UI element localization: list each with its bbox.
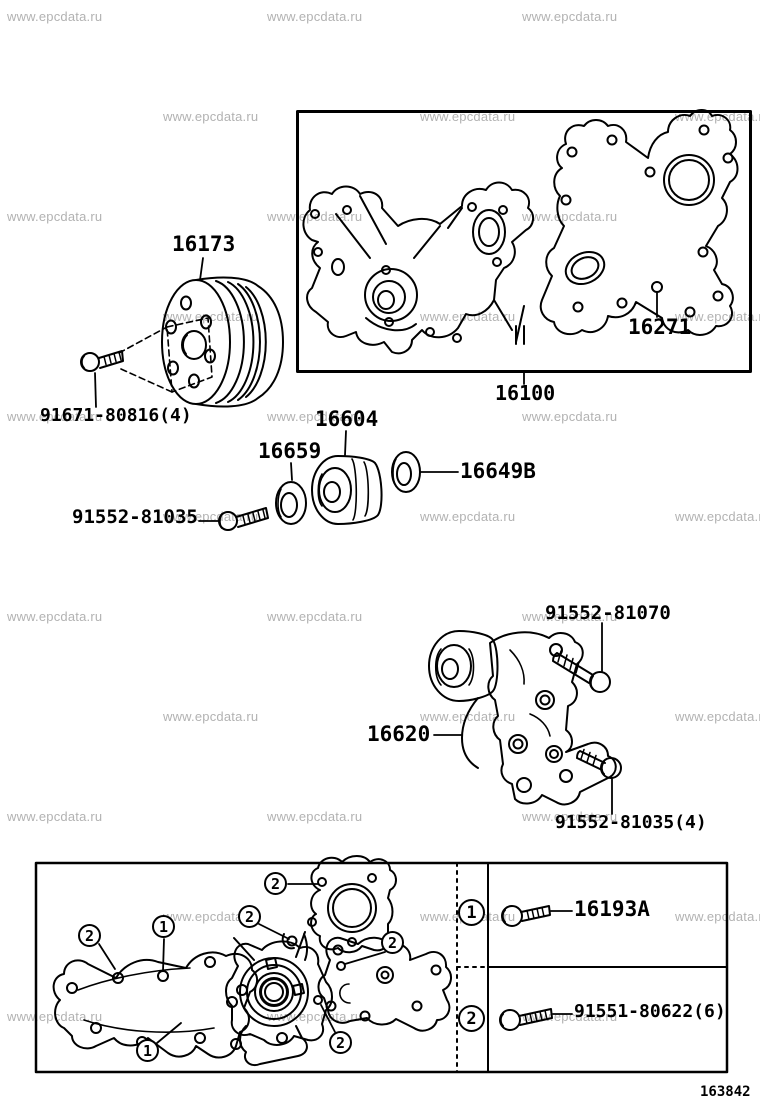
washer-16659-drawing	[275, 481, 307, 525]
panel-bolt-91551-80622-drawing	[499, 1008, 553, 1031]
watermark-text: www.epcdata.ru	[7, 9, 103, 24]
watermark-text: www.epcdata.ru	[420, 109, 516, 124]
callout-leader-lines	[98, 883, 386, 1044]
watermark-text: www.epcdata.ru	[267, 209, 363, 224]
label-leader-lines	[94, 257, 658, 1015]
watermark-text: www.epcdata.ru	[675, 309, 760, 324]
callout-1: 1	[152, 915, 175, 938]
part-label-91551-80622-6: 91551-80622(6)	[574, 1001, 726, 1022]
assembly-gaskets-drawing	[52, 855, 452, 1066]
panel-bolt-16193a-drawing	[501, 905, 551, 927]
watermark-text: www.epcdata.ru	[522, 809, 618, 824]
watermark-text: www.epcdata.ru	[675, 909, 760, 924]
watermark-text: www.epcdata.ru	[163, 909, 259, 924]
watermark-text: www.epcdata.ru	[420, 709, 516, 724]
legend-callout-1: 1	[458, 899, 485, 926]
watermark-text: www.epcdata.ru	[522, 9, 618, 24]
part-label-16193a: 16193A	[574, 897, 650, 921]
watermark-text: www.epcdata.ru	[675, 709, 760, 724]
water-pump-16100-drawing	[302, 181, 534, 355]
part-label-16271: 16271	[628, 315, 692, 339]
top-assembly-box	[296, 110, 752, 373]
watermark-text: www.epcdata.ru	[522, 209, 618, 224]
watermark-text: www.epcdata.ru	[675, 509, 760, 524]
part-label-91552-81035-4: 91552-81035(4)	[555, 812, 707, 833]
watermark-text: www.epcdata.ru	[420, 309, 516, 324]
watermark-text: www.epcdata.ru	[267, 809, 363, 824]
part-label-91671-80816: 91671-80816(4)	[40, 405, 192, 426]
watermark-text: www.epcdata.ru	[420, 509, 516, 524]
tensioner-16620-drawing	[428, 630, 617, 806]
watermark-text: www.epcdata.ru	[267, 409, 363, 424]
part-label-16649b: 16649B	[460, 459, 536, 483]
part-label-16100: 16100	[495, 381, 556, 405]
watermark-text: www.epcdata.ru	[267, 9, 363, 24]
bolt-projection-dashes	[118, 317, 213, 393]
part-label-16173: 16173	[172, 232, 236, 256]
bolt-91552-81035-4-drawing	[576, 748, 622, 779]
watermark-text: www.epcdata.ru	[7, 809, 103, 824]
callout-1: 1	[136, 1039, 159, 1062]
part-label-16604: 16604	[315, 407, 379, 431]
callout-2: 2	[78, 924, 101, 947]
watermark-text: www.epcdata.ru	[7, 409, 103, 424]
watermark-text: www.epcdata.ru	[7, 209, 103, 224]
legend-callout-2: 2	[458, 1005, 485, 1032]
drawing-number: 163842	[700, 1084, 751, 1100]
gasket-16271-drawing	[539, 109, 739, 336]
watermark-text: www.epcdata.ru	[163, 509, 259, 524]
watermark-text: www.epcdata.ru	[522, 409, 618, 424]
watermark-text: www.epcdata.ru	[163, 709, 259, 724]
callout-2: 2	[264, 872, 287, 895]
bolt-91671-80816-drawing	[80, 350, 124, 372]
part-label-16620: 16620	[367, 722, 431, 746]
callout-2: 2	[238, 905, 261, 928]
watermark-text: www.epcdata.ru	[522, 609, 618, 624]
idler-pulley-16604-drawing	[311, 455, 383, 525]
bolt-91552-81035-drawing	[218, 507, 269, 531]
callout-2: 2	[381, 931, 404, 954]
part-label-91552-81035: 91552-81035	[72, 506, 198, 528]
part-label-16659: 16659	[258, 439, 322, 463]
watermark-text: www.epcdata.ru	[7, 609, 103, 624]
watermark-text: www.epcdata.ru	[267, 609, 363, 624]
cover-16649b-drawing	[391, 451, 421, 493]
bottom-table-box	[34, 861, 729, 1074]
pulley-16173-drawing	[118, 276, 284, 408]
watermark-text: www.epcdata.ru	[675, 109, 760, 124]
watermark-text: www.epcdata.ru	[163, 309, 259, 324]
part-label-91552-81070: 91552-81070	[545, 602, 671, 624]
callout-2: 2	[329, 1031, 352, 1054]
watermark-text: www.epcdata.ru	[163, 109, 259, 124]
bolt-91552-81070-drawing	[552, 650, 611, 693]
